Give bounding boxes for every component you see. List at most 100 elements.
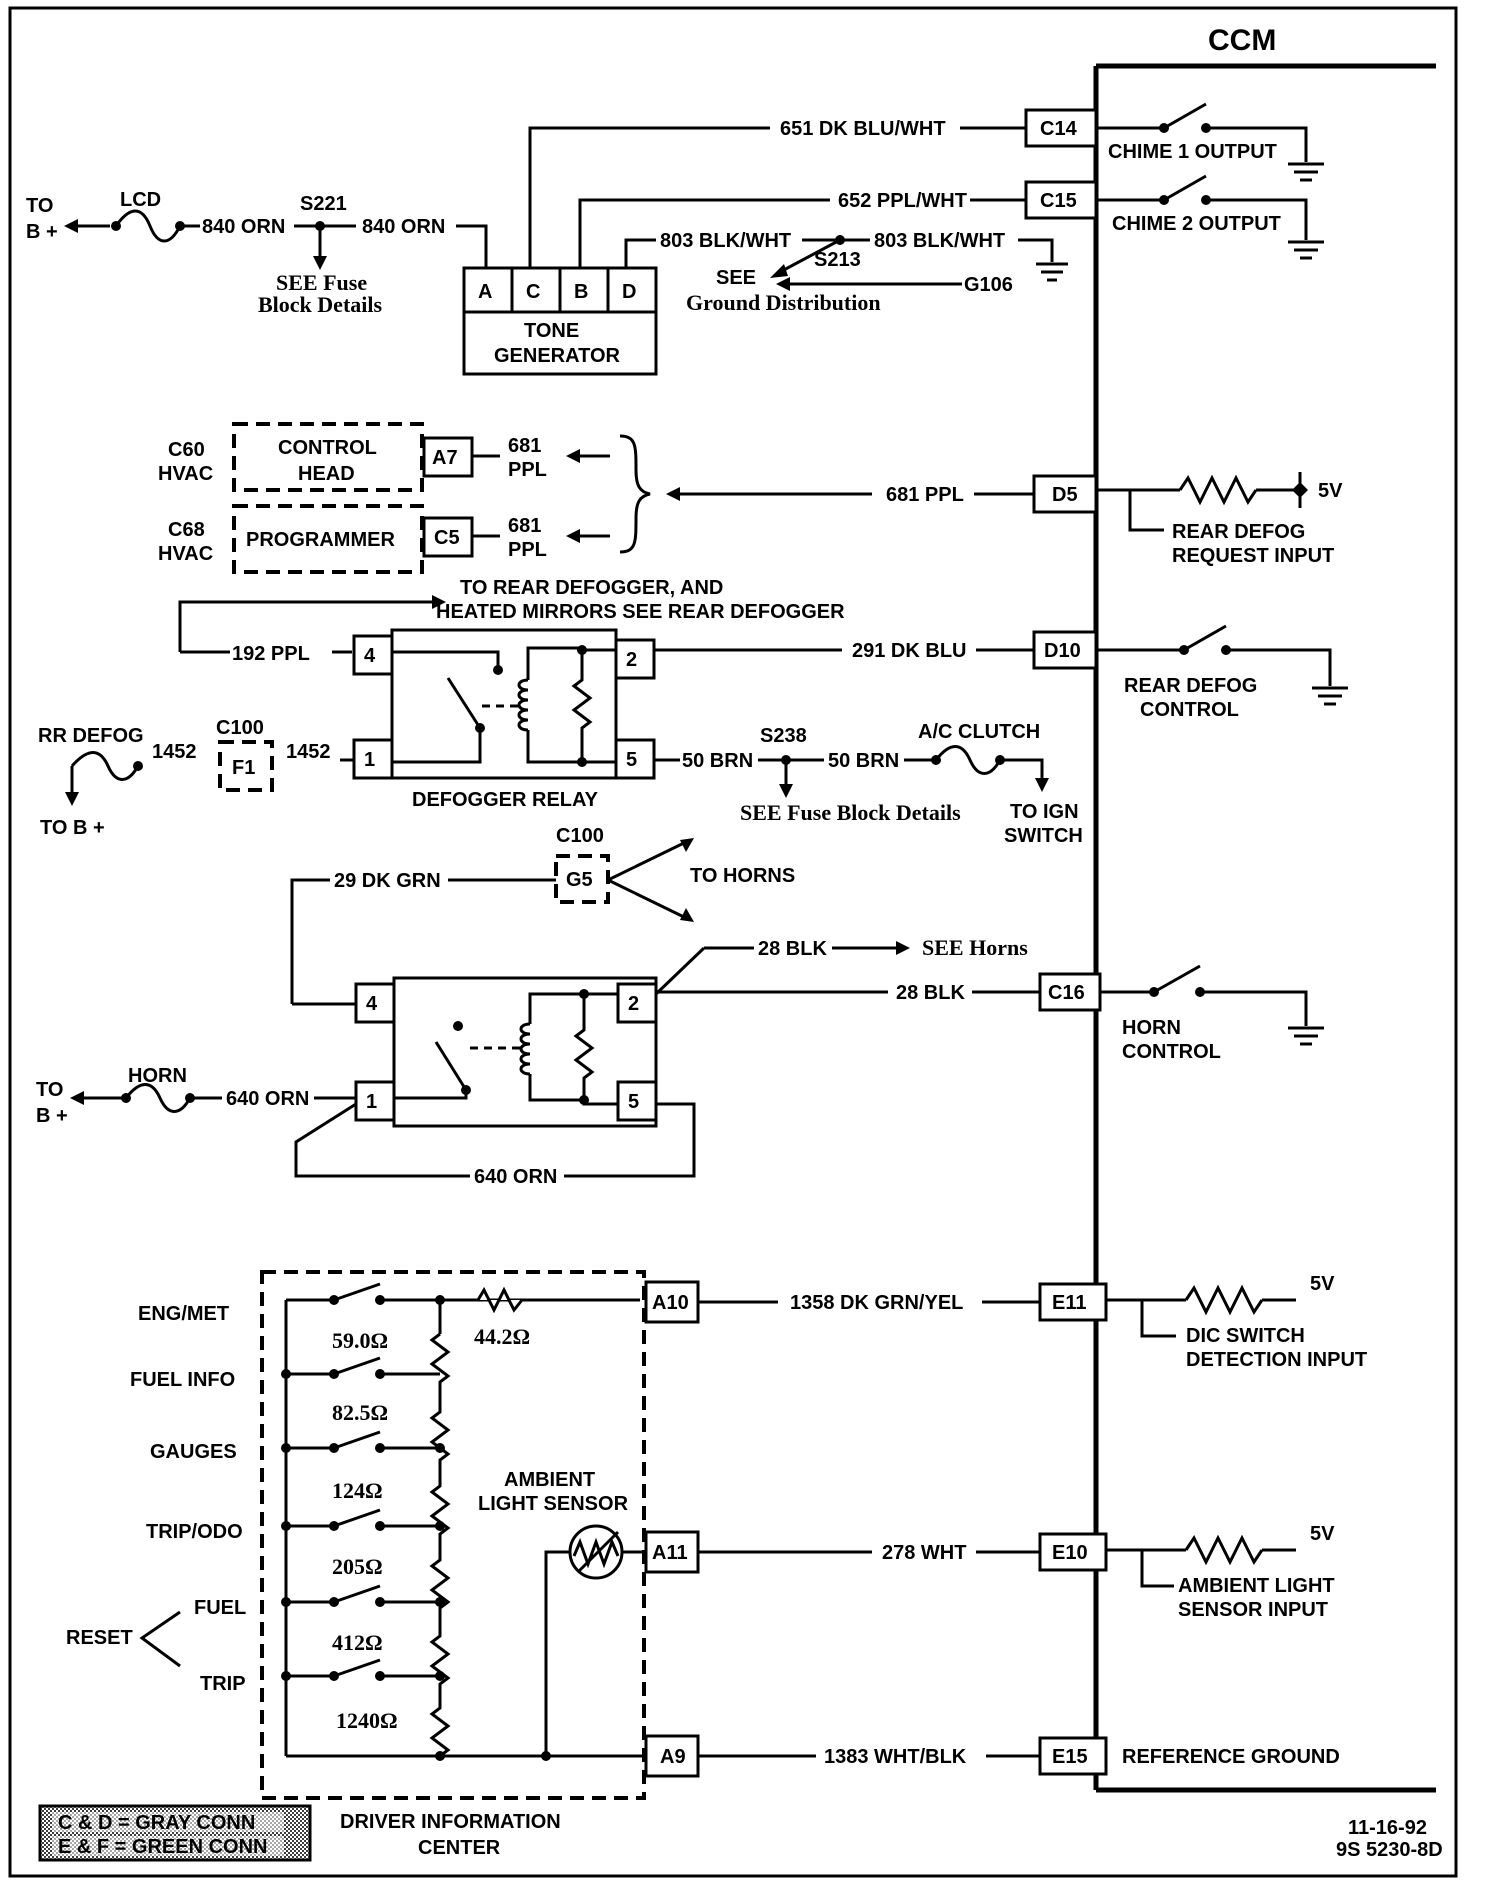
svg-text:1240Ω: 1240Ω	[336, 1708, 398, 1733]
svg-text:DIC SWITCH: DIC SWITCH	[1186, 1325, 1305, 1347]
svg-text:TO REAR DEFOGGER, AND: TO REAR DEFOGGER, AND	[460, 577, 723, 599]
svg-text:E11: E11	[1052, 1292, 1086, 1314]
lcd-label: LCD	[120, 189, 161, 211]
wire-840b: 840 ORN	[362, 216, 445, 238]
svg-text:S213: S213	[814, 249, 861, 271]
bplus-label-lcd: B +	[26, 221, 58, 243]
relay2-pin5	[616, 1080, 658, 1122]
connector-f1	[218, 740, 274, 792]
svg-text:1452: 1452	[152, 741, 197, 763]
dic-ccm-wires: 1358 DK GRN/YEL E11 5V DIC SWITCH DETECT…	[698, 1273, 1367, 1776]
relay1-pin2	[614, 638, 656, 680]
wire-803a: 803 BLK/WHT	[660, 230, 791, 252]
svg-text:A9: A9	[660, 1746, 686, 1768]
c100-label-b: C100	[556, 825, 604, 847]
hvac-label-2: HVAC	[158, 543, 213, 565]
svg-text:TO HORNS: TO HORNS	[690, 865, 795, 887]
svg-text:AMBIENT LIGHT: AMBIENT LIGHT	[1178, 1575, 1335, 1597]
hvac-section: C60 HVAC CONTROL HEAD A7 681 PPL C68 HVA…	[158, 422, 1343, 574]
connector-e11	[1038, 1282, 1108, 1322]
svg-text:PPL: PPL	[508, 459, 547, 481]
svg-text:FUEL: FUEL	[194, 1597, 246, 1619]
svg-text:29 DK GRN: 29 DK GRN	[334, 870, 441, 892]
svg-text:TRIP/ODO: TRIP/ODO	[146, 1521, 243, 1543]
svg-text:28 BLK: 28 BLK	[758, 938, 827, 960]
svg-text:CONTROL: CONTROL	[1122, 1041, 1221, 1063]
v5-dic: 5V	[1310, 1273, 1335, 1295]
svg-text:681: 681	[508, 515, 541, 537]
svg-text:291 DK BLU: 291 DK BLU	[852, 640, 966, 662]
svg-text:HORN: HORN	[128, 1065, 187, 1087]
horn-relay-body	[392, 976, 658, 1128]
c68-label: C68	[168, 519, 205, 541]
svg-text:50 BRN: 50 BRN	[828, 750, 899, 772]
svg-text:TRIP: TRIP	[200, 1673, 246, 1695]
see-fuse-1: SEE Fuse	[276, 270, 367, 295]
ground-distribution-label: Ground Distribution	[686, 290, 881, 315]
svg-text:S221: S221	[300, 193, 347, 215]
svg-text:44.2Ω: 44.2Ω	[474, 1324, 530, 1349]
svg-text:412Ω: 412Ω	[332, 1630, 383, 1655]
wire-651: 651 DK BLU/WHT	[780, 118, 946, 140]
bplus-label-horn: B +	[36, 1105, 68, 1127]
svg-text:DRIVER INFORMATION: DRIVER INFORMATION	[340, 1811, 561, 1833]
ccm-module: CCM	[1093, 24, 1436, 1793]
svg-text:SEE Fuse Block Details: SEE Fuse Block Details	[740, 800, 961, 825]
pin-d: D	[622, 281, 636, 303]
defogger-relay-section: TO REAR DEFOGGER, AND HEATED MIRRORS SEE…	[38, 577, 1348, 847]
page-frame	[8, 6, 1458, 1878]
see-ground-label: SEE	[716, 267, 756, 289]
svg-text:SEE Horns: SEE Horns	[922, 935, 1028, 960]
chime2-output: CHIME 2 OUTPUT	[1112, 213, 1281, 235]
svg-text:1: 1	[366, 1091, 377, 1113]
svg-text:E & F = GREEN CONN: E & F = GREEN CONN	[58, 1836, 267, 1858]
wire-652: 652 PPL/WHT	[838, 190, 967, 212]
wire-840a: 840 ORN	[202, 216, 285, 238]
svg-text:REFERENCE GROUND: REFERENCE GROUND	[1122, 1746, 1340, 1768]
svg-text:ENG/MET: ENG/MET	[138, 1303, 229, 1325]
svg-text:C5: C5	[434, 527, 460, 549]
svg-text:PPL: PPL	[508, 539, 547, 561]
c60-label: C60	[168, 439, 205, 461]
connector-e15	[1038, 1736, 1108, 1776]
svg-text:50 BRN: 50 BRN	[682, 750, 753, 772]
svg-text:C15: C15	[1040, 190, 1077, 212]
svg-text:RR DEFOG: RR DEFOG	[38, 725, 144, 747]
svg-text:2: 2	[626, 649, 637, 671]
relay1-pin4	[352, 634, 394, 676]
svg-text:C & D = GRAY CONN: C & D = GRAY CONN	[58, 1812, 255, 1834]
relay1-pin1	[352, 738, 394, 780]
ccm-title: CCM	[1208, 24, 1276, 57]
svg-text:TO IGN: TO IGN	[1010, 801, 1079, 823]
svg-text:PROGRAMMER: PROGRAMMER	[246, 529, 395, 551]
to-label-horn: TO	[36, 1079, 63, 1101]
svg-text:GAUGES: GAUGES	[150, 1441, 237, 1463]
svg-text:205Ω: 205Ω	[332, 1554, 383, 1579]
dic-box	[260, 1270, 646, 1800]
svg-text:59.0Ω: 59.0Ω	[332, 1328, 388, 1353]
connector-c15	[1024, 180, 1098, 220]
svg-text:TO B +: TO B +	[40, 817, 105, 839]
control-head-box	[232, 422, 424, 492]
svg-text:G5: G5	[566, 869, 593, 891]
hvac-brace	[619, 434, 651, 554]
svg-text:SENSOR INPUT: SENSOR INPUT	[1178, 1599, 1328, 1621]
svg-text:DEFOGGER RELAY: DEFOGGER RELAY	[412, 789, 599, 811]
connector-c16	[1038, 972, 1102, 1012]
svg-text:124Ω: 124Ω	[332, 1478, 383, 1503]
chime1-output: CHIME 1 OUTPUT	[1108, 141, 1277, 163]
svg-text:28 BLK: 28 BLK	[896, 982, 965, 1004]
svg-text:A10: A10	[652, 1292, 689, 1314]
svg-text:HORN: HORN	[1122, 1017, 1181, 1039]
svg-text:REAR DEFOG: REAR DEFOG	[1172, 521, 1305, 543]
connector-a10	[644, 1280, 700, 1324]
connector-a7	[422, 436, 474, 478]
svg-text:LIGHT SENSOR: LIGHT SENSOR	[478, 1493, 629, 1515]
hvac-label-1: HVAC	[158, 463, 213, 485]
chime-section: A C B D TONE GENERATOR 651 DK BLU/WHT C1…	[26, 102, 1324, 376]
svg-text:C14: C14	[1040, 118, 1078, 140]
svg-text:F1: F1	[232, 757, 255, 779]
svg-text:1: 1	[364, 749, 375, 771]
svg-text:640 ORN: 640 ORN	[226, 1088, 309, 1110]
